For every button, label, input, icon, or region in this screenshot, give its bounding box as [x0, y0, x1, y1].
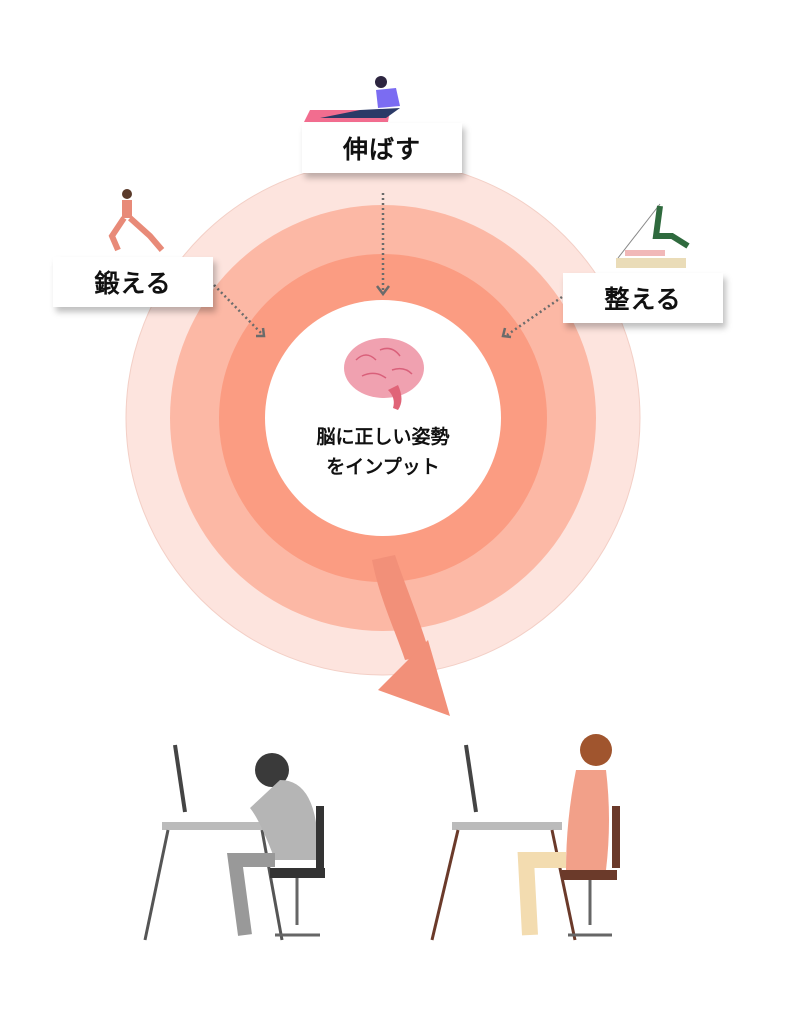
center-circle	[265, 300, 501, 536]
label-stretch: 伸ばす	[302, 123, 462, 173]
brain-icon	[344, 338, 424, 410]
pilates-reformer-illustration	[616, 203, 690, 268]
curved-arrow	[372, 555, 450, 716]
label-strengthen: 鍛える	[53, 257, 213, 307]
label-align-text: 整える	[604, 285, 682, 314]
stretching-woman-illustration	[304, 76, 400, 122]
label-align: 整える	[563, 273, 723, 323]
center-caption: 脳に正しい姿勢 をインプット	[265, 422, 501, 482]
slouched-person-illustration	[143, 744, 325, 941]
dotted-arrow-align	[501, 295, 563, 339]
label-stretch-text: 伸ばす	[342, 135, 421, 164]
lunge-woman-illustration	[108, 189, 165, 252]
dotted-arrow-stretch	[376, 193, 390, 297]
center-caption-line2: をインプット	[326, 456, 440, 478]
dotted-arrow-strengthen	[213, 284, 266, 338]
center-caption-line1: 脳に正しい姿勢	[316, 426, 450, 448]
upright-person-illustration	[430, 734, 620, 941]
label-strengthen-text: 鍛える	[94, 269, 172, 298]
